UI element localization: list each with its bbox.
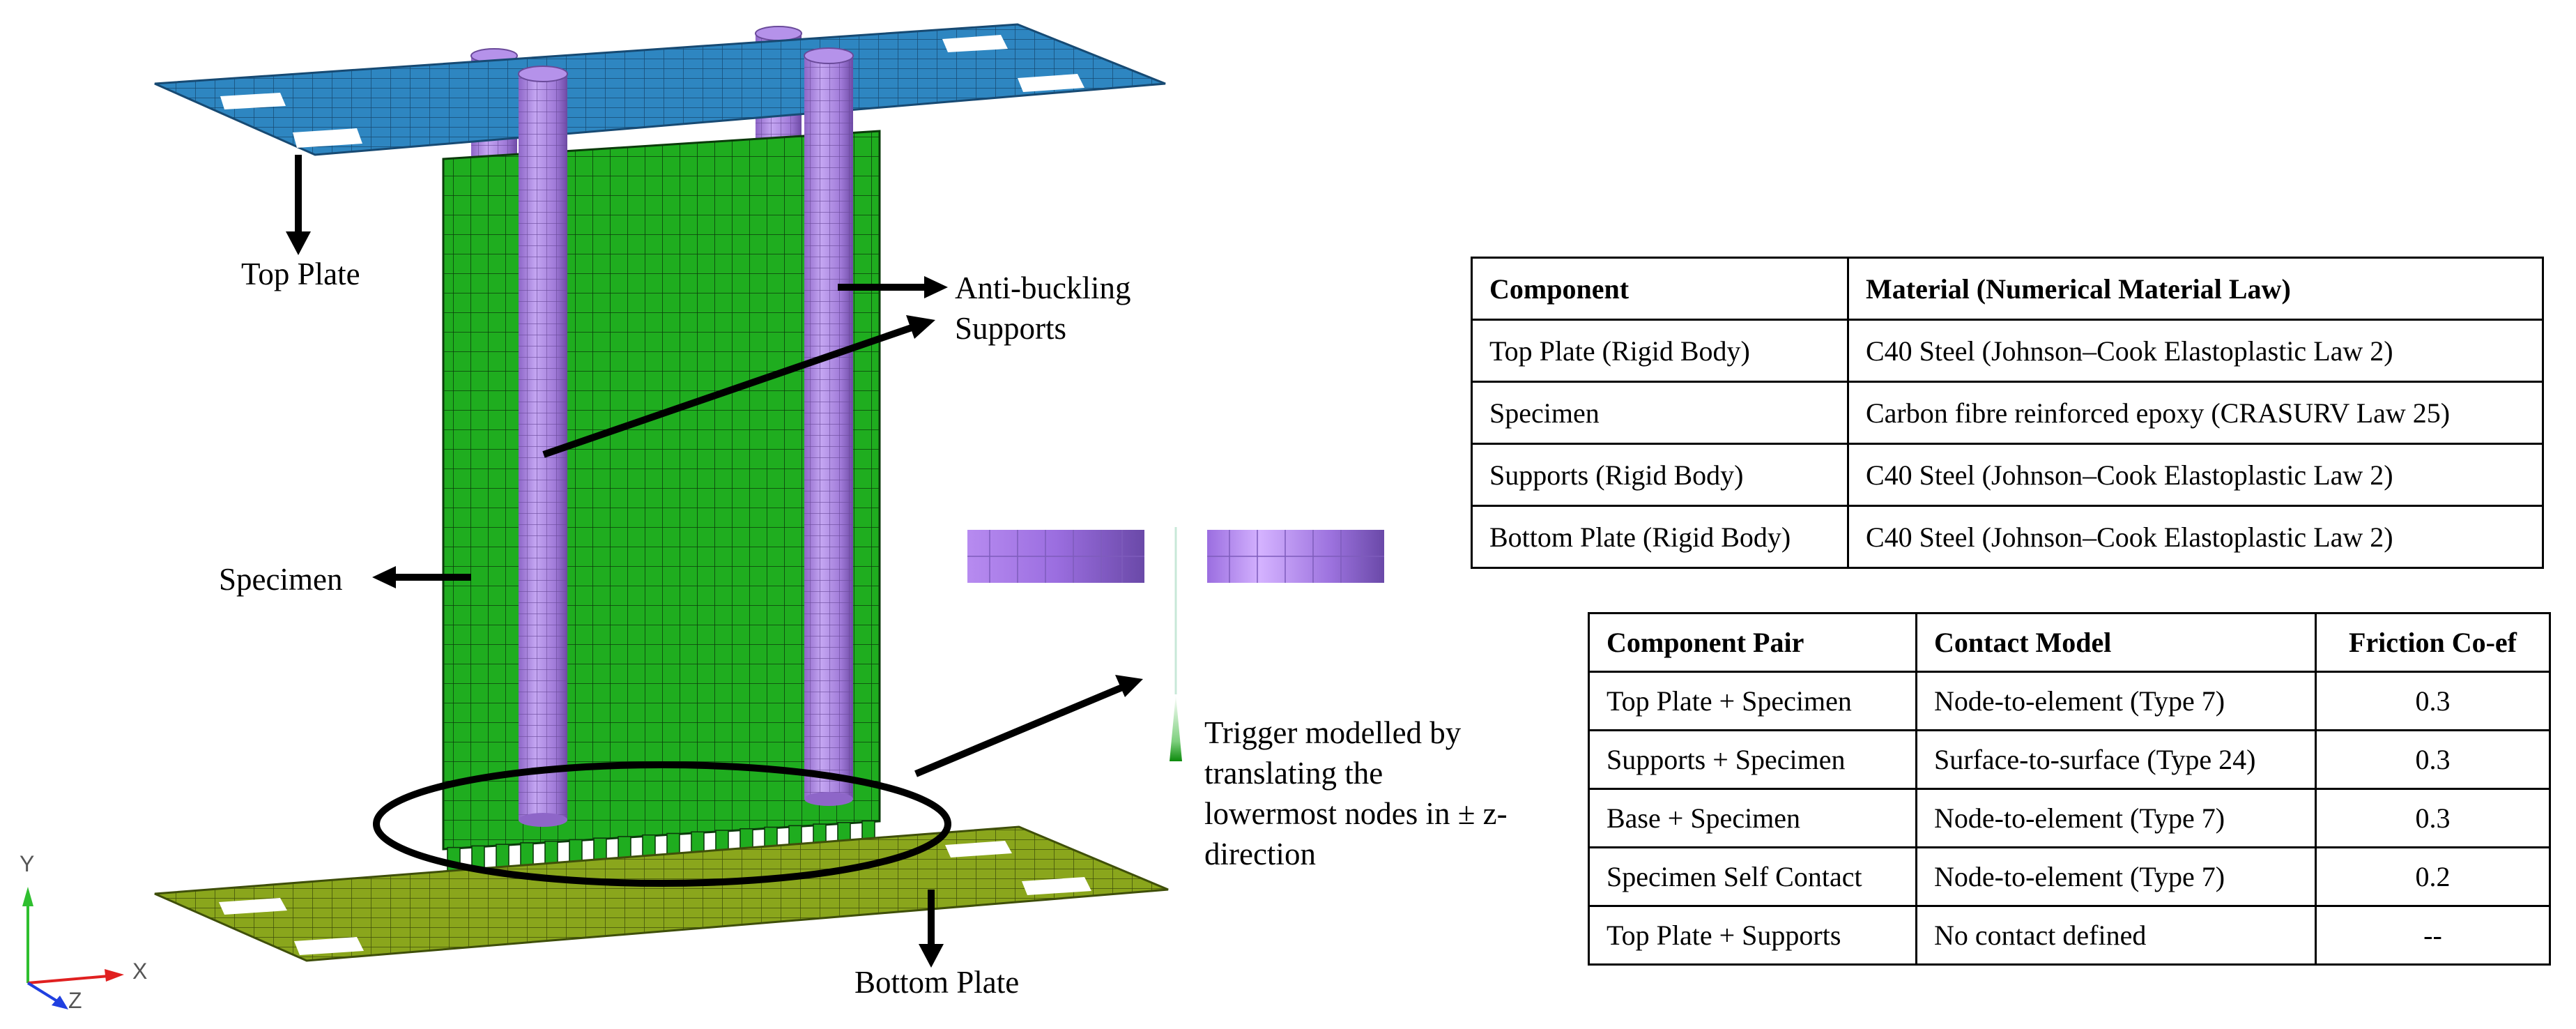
cell-component-pair: Supports + Specimen [1588, 729, 1917, 790]
label-trigger-line4: direction [1204, 837, 1316, 871]
header-component: Component [1471, 257, 1849, 321]
top-plate-mesh [154, 23, 1166, 156]
cell-friction: -- [2315, 905, 2551, 966]
cell-component-pair: Top Plate + Supports [1588, 905, 1917, 966]
table-row: Top Plate + Supports No contact defined … [1588, 905, 2551, 966]
annotation-arrows [286, 155, 1143, 968]
label-trigger-line3: lowermost nodes in ± z- [1204, 796, 1508, 831]
label-top-plate: Top Plate [241, 257, 360, 291]
specimen-arrow [372, 566, 471, 588]
bottom-plate-arrow [919, 890, 944, 968]
cell-component: Bottom Plate (Rigid Body) [1471, 505, 1849, 569]
table-row: Top Plate (Rigid Body) C40 Steel (Johnso… [1471, 319, 2544, 383]
header-material: Material (Numerical Material Law) [1847, 257, 2544, 321]
label-specimen: Specimen [219, 562, 342, 597]
table-row: Specimen Carbon fibre reinforced epoxy (… [1471, 381, 2544, 445]
trigger-region-ellipse [373, 761, 951, 887]
table-row: Bottom Plate (Rigid Body) C40 Steel (Joh… [1471, 505, 2544, 569]
cell-contact-model: Node-to-element (Type 7) [1915, 671, 2317, 731]
table-row: Supports + Specimen Surface-to-surface (… [1588, 729, 2551, 790]
cell-contact-model: Surface-to-surface (Type 24) [1915, 729, 2317, 790]
cell-component-pair: Specimen Self Contact [1588, 846, 1917, 907]
table-header-row: Component Material (Numerical Material L… [1471, 257, 2544, 321]
bottom-plate-mesh [154, 825, 1169, 962]
table-row: Specimen Self Contact Node-to-element (T… [1588, 846, 2551, 907]
header-component-pair: Component Pair [1588, 612, 1917, 673]
cell-material: Carbon fibre reinforced epoxy (CRASURV L… [1847, 381, 2544, 445]
cell-contact-model: Node-to-element (Type 7) [1915, 846, 2317, 907]
contacts-table: Component Pair Contact Model Friction Co… [1588, 612, 2551, 966]
label-anti-buckling-line2: Supports [955, 311, 1066, 346]
cell-material: C40 Steel (Johnson–Cook Elastoplastic La… [1847, 319, 2544, 383]
anti-buckling-arrow-diagonal [542, 315, 935, 458]
cell-component: Specimen [1471, 381, 1849, 445]
cell-contact-model: Node-to-element (Type 7) [1915, 788, 2317, 848]
anti-buckling-arrow-upper [838, 276, 948, 298]
label-trigger-line1: Trigger modelled by [1204, 715, 1462, 750]
cell-material: C40 Steel (Johnson–Cook Elastoplastic La… [1847, 443, 2544, 507]
cell-friction: 0.3 [2315, 671, 2551, 731]
table-row: Base + Specimen Node-to-element (Type 7)… [1588, 788, 2551, 848]
cell-component-pair: Base + Specimen [1588, 788, 1917, 848]
cell-contact-model: No contact defined [1915, 905, 2317, 966]
table-row: Supports (Rigid Body) C40 Steel (Johnson… [1471, 443, 2544, 507]
cell-friction: 0.3 [2315, 788, 2551, 848]
cell-friction: 0.3 [2315, 729, 2551, 790]
label-bottom-plate: Bottom Plate [854, 965, 1019, 1000]
table-row: Top Plate + Specimen Node-to-element (Ty… [1588, 671, 2551, 731]
cell-component: Top Plate (Rigid Body) [1471, 319, 1849, 383]
coordinate-triad: Y X Z [20, 851, 147, 1013]
label-trigger-line2: translating the [1204, 756, 1383, 791]
trigger-arrow [914, 675, 1143, 777]
axis-label-z: Z [68, 988, 82, 1013]
header-contact-model: Contact Model [1915, 612, 2317, 673]
axis-label-x: X [132, 959, 147, 984]
trigger-detail-inset [967, 527, 1384, 761]
label-anti-buckling-line1: Anti-buckling [955, 270, 1130, 305]
cell-friction: 0.2 [2315, 846, 2551, 907]
cell-component-pair: Top Plate + Specimen [1588, 671, 1917, 731]
cell-material: C40 Steel (Johnson–Cook Elastoplastic La… [1847, 505, 2544, 569]
header-friction-coef: Friction Co-ef [2315, 612, 2551, 673]
axis-label-y: Y [20, 851, 34, 876]
front-support-cylinders [518, 47, 854, 827]
table-header-row: Component Pair Contact Model Friction Co… [1588, 612, 2551, 673]
cell-component: Supports (Rigid Body) [1471, 443, 1849, 507]
top-plate-arrow [286, 155, 311, 255]
materials-table: Component Material (Numerical Material L… [1471, 257, 2544, 569]
